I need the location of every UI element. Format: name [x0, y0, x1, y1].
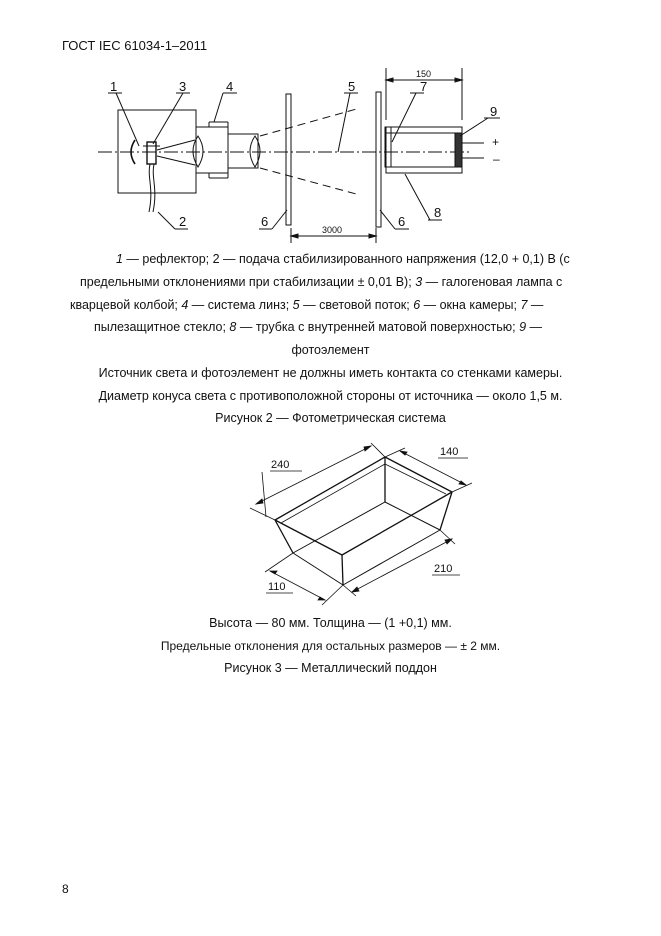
label-1: 1	[110, 79, 117, 94]
legend-line-4: пылезащитное стекло; 8 — трубка с внутре…	[94, 320, 542, 334]
label-6-right: 6	[398, 214, 405, 229]
tray-rim	[274, 456, 453, 556]
chamber-window-right	[375, 91, 382, 228]
photocell	[454, 132, 463, 168]
dimension-150: 150	[416, 69, 431, 79]
label-8: 8	[434, 205, 441, 220]
photometric-system-diagram: 1 3 4 5 7 9 2 6 6 8 + – 150 3000	[98, 68, 500, 243]
document-header: ГОСТ IEC 61034-1–2011	[62, 38, 208, 53]
figure3-caption: Рисунок 3 — Металлический поддон	[224, 661, 437, 675]
halogen-lamp	[146, 141, 157, 165]
lens-tube-sleeve	[195, 126, 229, 174]
label-2: 2	[179, 214, 186, 229]
label-6-left: 6	[261, 214, 268, 229]
label-4: 4	[226, 79, 233, 94]
lens-2	[249, 135, 261, 168]
legend-line-1: 1 — рефлектор; 2 — подача стабилизирован…	[116, 252, 570, 266]
label-7: 7	[420, 79, 427, 94]
power-wire	[148, 163, 152, 213]
lens-tube	[227, 133, 259, 169]
figure2-caption: Рисунок 2 — Фотометрическая система	[215, 411, 446, 425]
reflector	[130, 139, 136, 165]
dimension-240: 240	[271, 459, 289, 471]
matt-tube	[385, 126, 463, 174]
metal-tray-diagram: 240 140 110 210	[249, 442, 473, 606]
lens-1	[192, 135, 204, 168]
legend-line-2: предельными отклонениями при стабилизаци…	[80, 275, 563, 289]
dimension-140: 140	[440, 446, 458, 458]
label-3: 3	[179, 79, 186, 94]
figure3-note-2: Предельные отклонения для остальных разм…	[160, 639, 501, 653]
chamber-window-left	[285, 93, 292, 226]
tray-bottom	[292, 501, 441, 586]
label-5: 5	[348, 79, 355, 94]
legend-line-5: фотоэлемент	[291, 343, 370, 357]
legend-line-3: кварцевой колбой; 4 — система линз; 5 — …	[70, 298, 544, 312]
label-9: 9	[490, 104, 497, 119]
figure3-note-1: Высота — 80 мм. Толщина — (1 +0,1) мм.	[209, 616, 452, 630]
minus-sign: –	[493, 152, 500, 166]
page-number: 8	[62, 882, 69, 896]
figure2-note-1: Источник света и фотоэлемент не должны и…	[98, 366, 563, 380]
plus-sign: +	[492, 135, 499, 149]
dimension-210: 210	[434, 563, 452, 575]
figure2-note-2: Диаметр конуса света с противоположной с…	[98, 389, 563, 403]
dimension-110: 110	[268, 581, 286, 593]
dimension-3000: 3000	[322, 225, 342, 235]
